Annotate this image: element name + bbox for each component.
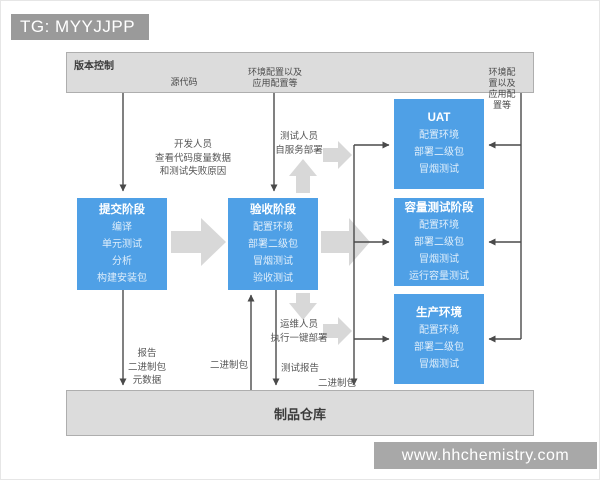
test-report-note: 测试报告 [280,363,320,374]
stage-production: 生产环境 配置环境 部署二级包 冒烟测试 [394,294,484,384]
stage-acceptance-title: 验收阶段 [250,203,296,216]
binary-package-right-note: 二进制包 [317,378,357,389]
block-arrow-tester-right-icon [323,141,352,169]
tester-note: 测试人员 自服务部署 [275,131,323,156]
binary-package-left-note: 二进制包 [209,360,249,371]
block-arrow-ops-down-icon [289,293,317,320]
artifact-repo-bar: 制品仓库 [66,390,534,436]
stage-capacity: 容量测试阶段 配置环境 部署二级包 冒烟测试 运行容量测试 [394,198,484,286]
block-arrow-acceptance-to-right-icon [321,218,370,266]
block-arrow-tester-up-icon [289,159,317,193]
env-config-label-mid: 环境配置以及 应用配置等 [247,67,303,88]
version-control-title: 版本控制 [74,61,114,72]
stage-commit-title: 提交阶段 [99,203,145,216]
stage-uat-title: UAT [427,112,451,124]
stage-capacity-title: 容量测试阶段 [404,201,474,214]
stage-uat: UAT 配置环境 部署二级包 冒烟测试 [394,99,484,189]
artifact-repo-title: 制品仓库 [273,406,326,422]
ops-note: 运维人员 执行一键部署 [270,319,328,344]
tg-badge: TG: MYYJJPP [11,14,149,40]
env-config-label-right: 环境配置以及 应用配置等 [488,67,516,110]
stage-commit: 提交阶段 编译 单元测试 分析 构建安装包 [77,198,167,290]
developer-note: 开发人员 查看代码度量数据 和测试失败原因 [154,139,232,177]
stage-acceptance: 验收阶段 配置环境 部署二级包 冒烟测试 验收测试 [228,198,318,290]
report-metadata-note: 报告 二进制包 元数据 [127,348,167,386]
block-arrow-commit-to-acceptance-icon [171,218,226,266]
version-control-bar: 版本控制 源代码 环境配置以及 应用配置等 环境配置以及 应用配置等 [66,52,534,110]
source-code-label: 源代码 [170,77,198,87]
stage-production-title: 生产环境 [416,307,462,319]
watermark: www.hhchemistry.com [374,442,597,469]
